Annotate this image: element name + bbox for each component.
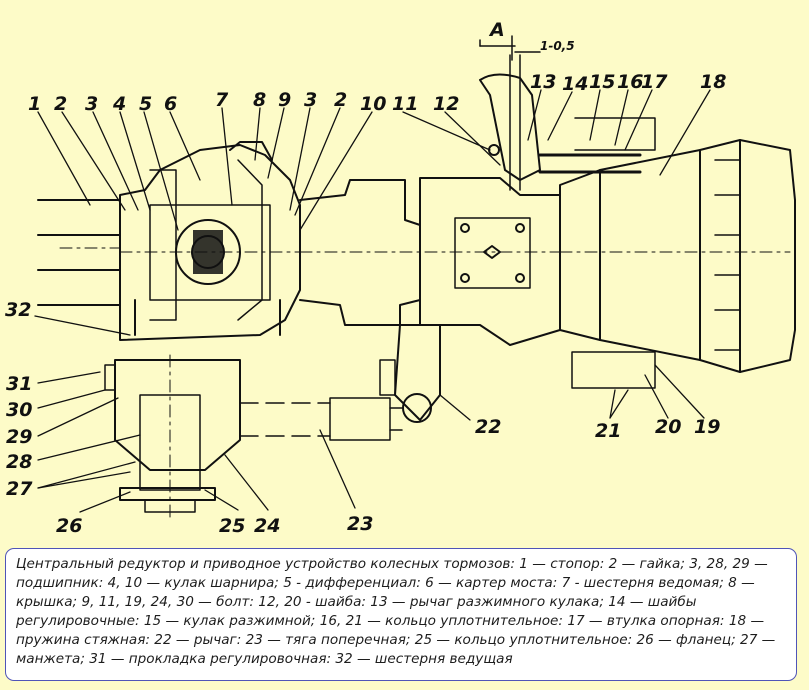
- cam-lever: [479, 54, 642, 191]
- callout-20: 20: [655, 416, 681, 438]
- callout-1: 1: [28, 93, 41, 115]
- callout-3: 3: [85, 93, 98, 115]
- callout-27: 27: [6, 478, 33, 500]
- callout-24: 24: [254, 515, 280, 537]
- leader-lines: [34, 89, 711, 513]
- tolerance-mark-label: 1-0,5: [540, 39, 575, 53]
- callout-28: 28: [6, 451, 32, 473]
- callout-23: 23: [347, 513, 373, 535]
- brake-drum: [559, 117, 796, 389]
- callout-17: 17: [641, 71, 668, 93]
- driven-gear: [149, 159, 263, 321]
- callout-32: 32: [5, 299, 31, 321]
- callout-15: 15: [589, 71, 615, 93]
- callout-18: 18: [700, 71, 726, 93]
- brake-lever: [379, 324, 441, 423]
- callout-13: 13: [530, 71, 556, 93]
- callout-2-right: 2: [334, 89, 347, 111]
- dimension-mark: [479, 35, 541, 61]
- differential-housing: [119, 141, 301, 341]
- callout-11: 11: [392, 93, 418, 115]
- callout-25: 25: [219, 515, 245, 537]
- callout-10: 10: [360, 93, 386, 115]
- callout-2: 2: [54, 93, 67, 115]
- callout-19: 19: [694, 416, 720, 438]
- figure-caption: Центральный редуктор и приводное устройс…: [16, 556, 776, 667]
- callout-5: 5: [139, 93, 152, 115]
- callout-22: 22: [475, 416, 501, 438]
- callout-6: 6: [164, 93, 177, 115]
- section-mark-label: А: [488, 19, 505, 41]
- callout-14: 14: [562, 73, 588, 95]
- callout-29: 29: [6, 426, 32, 448]
- callout-7: 7: [215, 89, 229, 111]
- pinion-housing: [104, 354, 241, 521]
- left-axle-tube: [37, 199, 121, 306]
- callout-21: 21: [595, 420, 621, 442]
- callout-30: 30: [6, 399, 32, 421]
- callout-8: 8: [253, 89, 266, 111]
- callout-12: 12: [433, 93, 459, 115]
- cross-rod: [239, 397, 403, 441]
- callout-3-right: 3: [304, 89, 317, 111]
- brake-support: [419, 177, 561, 346]
- callout-9: 9: [278, 89, 291, 111]
- callout-16: 16: [617, 71, 643, 93]
- caption-box: Центральный редуктор и приводное устройс…: [5, 548, 797, 681]
- callout-31: 31: [6, 373, 32, 395]
- callout-4: 4: [112, 93, 126, 115]
- assembly-drawing: А 1-0,5 1 2 3 4 5 6 7 8 9 3 2 10 11 12 1…: [5, 19, 796, 537]
- right-axle-tube: [299, 179, 561, 326]
- callout-26: 26: [56, 515, 82, 537]
